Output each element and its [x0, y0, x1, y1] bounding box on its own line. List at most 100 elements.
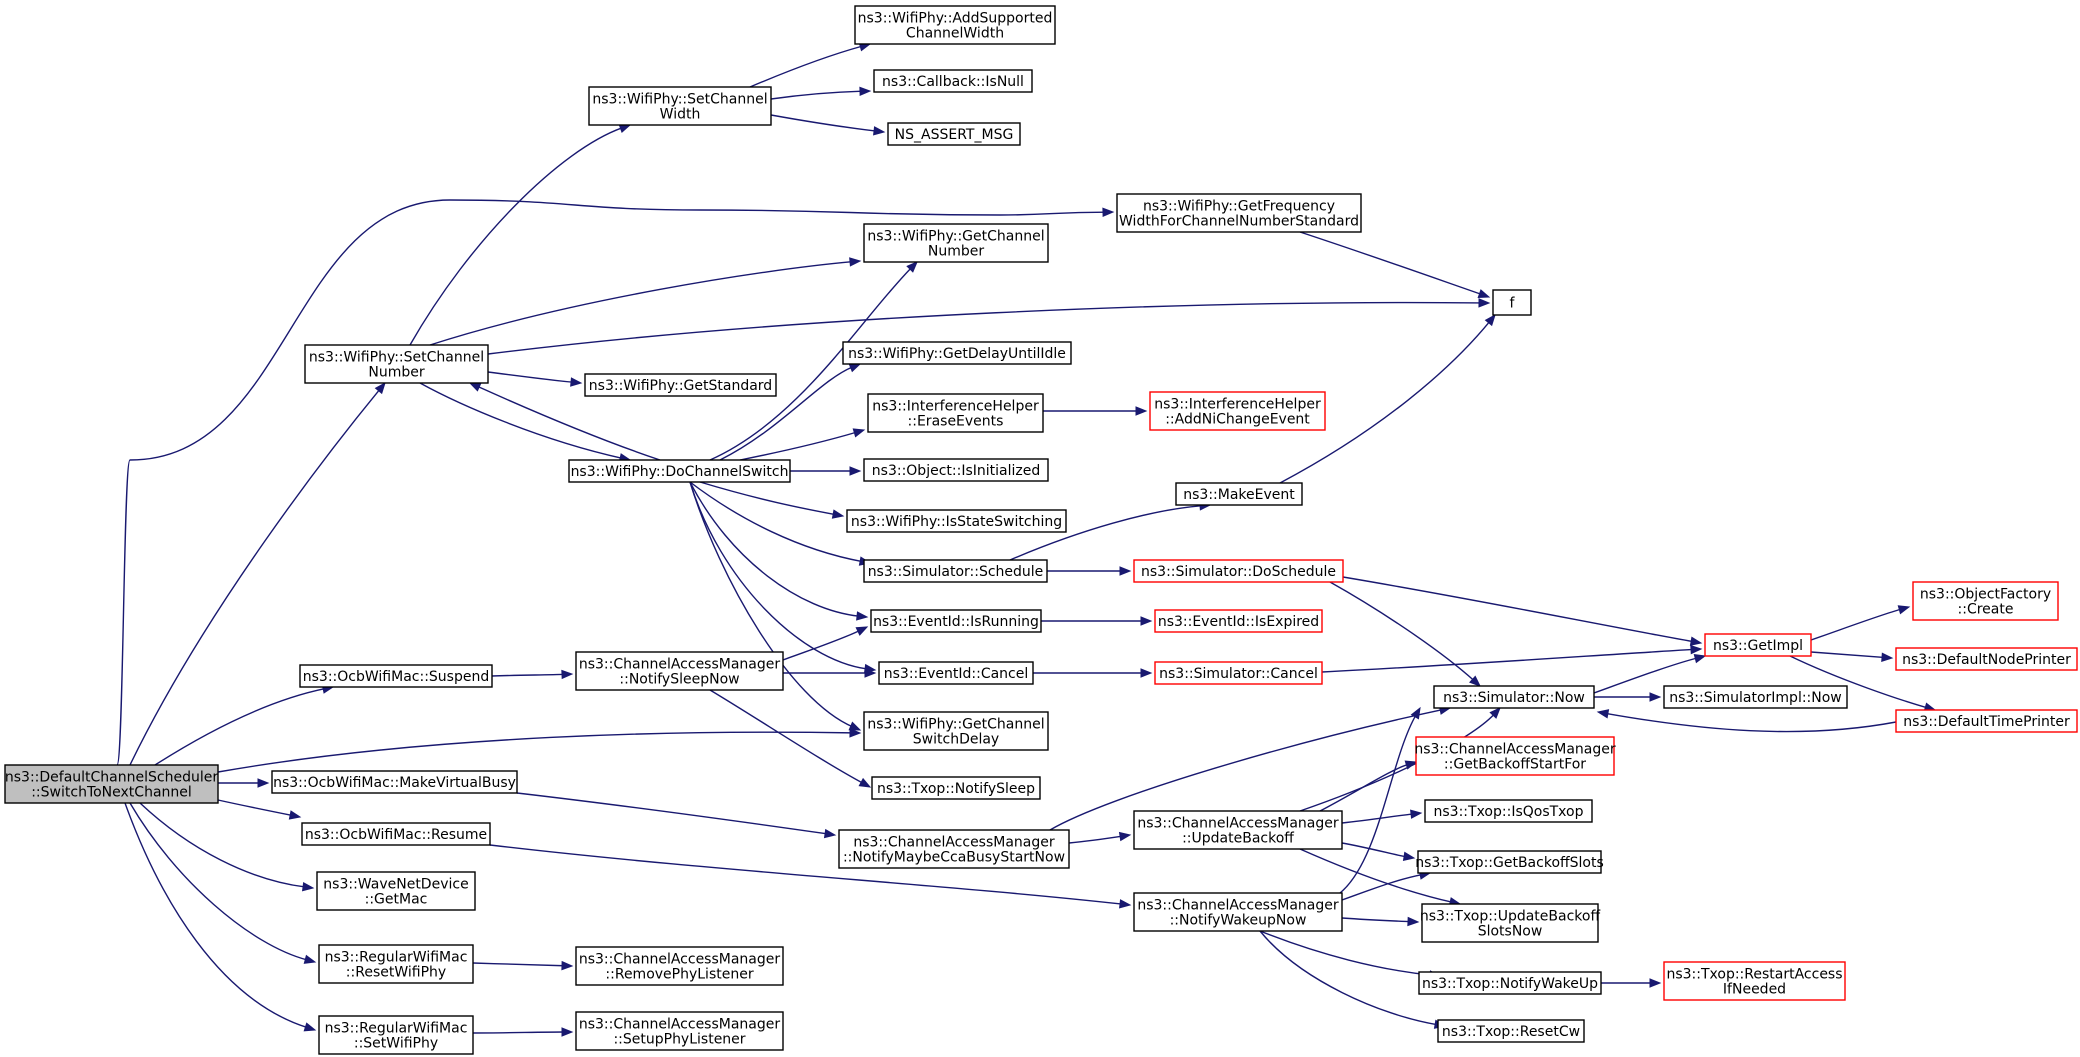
node-getBoSlots[interactable]: ns3::Txop::GetBackoffSlots [1415, 850, 1604, 874]
node-getBoStart[interactable]: ns3::ChannelAccessManager::GetBackoffSta… [1414, 736, 1616, 776]
node-resetCw[interactable]: ns3::Txop::ResetCw [1437, 1019, 1585, 1043]
node-eraseEvents[interactable]: ns3::InterferenceHelper::EraseEvents [867, 393, 1044, 433]
node-isInit[interactable]: ns3::Object::IsInitialized [863, 458, 1049, 482]
node-getMac[interactable]: ns3::WaveNetDevice::GetMac [316, 871, 476, 911]
node-box[interactable] [1437, 1019, 1585, 1043]
node-box[interactable] [1133, 892, 1343, 932]
node-box[interactable] [1116, 193, 1362, 233]
node-addNiChange[interactable]: ns3::InterferenceHelper::AddNiChangeEven… [1149, 391, 1326, 431]
node-isQos[interactable]: ns3::Txop::IsQosTxop [1424, 799, 1593, 823]
node-makeVirt[interactable]: ns3::OcbWifiMac::MakeVirtualBusy [271, 770, 518, 794]
node-cancel[interactable]: ns3::EventId::Cancel [878, 661, 1034, 685]
node-notifySleep[interactable]: ns3::Txop::NotifySleep [871, 776, 1041, 800]
node-simCancel[interactable]: ns3::Simulator::Cancel [1154, 661, 1323, 685]
node-notifyMaybe[interactable]: ns3::ChannelAccessManager::NotifyMaybeCc… [838, 829, 1070, 869]
node-box[interactable] [1175, 482, 1303, 506]
node-box[interactable] [873, 69, 1033, 93]
node-box[interactable] [271, 770, 518, 794]
node-defTimePrinter[interactable]: ns3::DefaultTimePrinter [1895, 709, 2078, 733]
node-updateBackoff[interactable]: ns3::ChannelAccessManager::UpdateBackoff [1133, 810, 1343, 850]
node-box[interactable] [1492, 289, 1532, 316]
node-box[interactable] [575, 651, 784, 691]
node-box[interactable] [318, 944, 474, 984]
node-objFactory[interactable]: ns3::ObjectFactory::Create [1912, 581, 2059, 621]
node-defNodePrinter[interactable]: ns3::DefaultNodePrinter [1895, 647, 2078, 671]
node-box[interactable] [1433, 685, 1595, 709]
node-box[interactable] [301, 822, 491, 846]
node-nsAssert[interactable]: NS_ASSERT_MSG [887, 122, 1021, 146]
node-isRunning[interactable]: ns3::EventId::IsRunning [870, 609, 1042, 633]
node-makeEvent[interactable]: ns3::MakeEvent [1175, 482, 1303, 506]
node-resume[interactable]: ns3::OcbWifiMac::Resume [301, 822, 491, 846]
node-box[interactable] [575, 946, 784, 986]
node-notifyWakeUp[interactable]: ns3::Txop::NotifyWakeUp [1418, 971, 1602, 995]
node-cbIsNull[interactable]: ns3::Callback::IsNull [873, 69, 1033, 93]
node-box[interactable] [318, 1015, 474, 1055]
node-box[interactable] [1421, 903, 1599, 943]
node-box[interactable] [854, 5, 1056, 45]
node-box[interactable] [870, 609, 1042, 633]
node-getStandard[interactable]: ns3::WifiPhy::GetStandard [584, 373, 777, 397]
node-f[interactable]: f [1492, 289, 1532, 316]
node-box[interactable] [1663, 961, 1846, 1001]
node-box[interactable] [846, 509, 1067, 533]
node-isStateSw[interactable]: ns3::WifiPhy::IsStateSwitching [846, 509, 1067, 533]
node-removePhyL[interactable]: ns3::ChannelAccessManager::RemovePhyList… [575, 946, 784, 986]
node-box[interactable] [575, 1011, 784, 1051]
node-box[interactable] [584, 373, 777, 397]
node-box[interactable] [1418, 971, 1602, 995]
node-box[interactable] [1415, 736, 1615, 776]
node-box[interactable] [863, 458, 1049, 482]
node-suspend[interactable]: ns3::OcbWifiMac::Suspend [299, 664, 493, 688]
node-root[interactable]: ns3::DefaultChannelScheduler::SwitchToNe… [4, 764, 219, 804]
node-resetPhy[interactable]: ns3::RegularWifiMac::ResetWifiPhy [318, 944, 474, 984]
node-setPhy[interactable]: ns3::RegularWifiMac::SetWifiPhy [318, 1015, 474, 1055]
node-setupPhyL[interactable]: ns3::ChannelAccessManager::SetupPhyListe… [575, 1011, 784, 1051]
node-box[interactable] [871, 776, 1041, 800]
node-box[interactable] [1663, 685, 1848, 709]
node-isExpired[interactable]: ns3::EventId::IsExpired [1154, 609, 1323, 633]
node-box[interactable] [1912, 581, 2059, 621]
node-box[interactable] [1704, 633, 1812, 657]
node-box[interactable] [867, 393, 1044, 433]
node-notifyWakeupNow[interactable]: ns3::ChannelAccessManager::NotifyWakeupN… [1133, 892, 1343, 932]
node-box[interactable] [1149, 391, 1326, 431]
node-box[interactable] [863, 223, 1049, 263]
node-box[interactable] [887, 122, 1021, 146]
node-box[interactable] [878, 661, 1034, 685]
node-box[interactable] [1417, 850, 1602, 874]
node-box[interactable] [1895, 709, 2078, 733]
node-box[interactable] [863, 559, 1048, 583]
node-box[interactable] [1154, 609, 1323, 633]
node-doChanSwitch[interactable]: ns3::WifiPhy::DoChannelSwitch [568, 459, 791, 483]
node-box[interactable] [863, 711, 1049, 751]
node-simNow[interactable]: ns3::Simulator::Now [1433, 685, 1595, 709]
node-box[interactable] [568, 459, 791, 483]
node-box[interactable] [1133, 810, 1343, 850]
node-box[interactable] [1895, 647, 2078, 671]
node-simImplNow[interactable]: ns3::SimulatorImpl::Now [1663, 685, 1848, 709]
node-box[interactable] [588, 86, 772, 126]
node-doSchedule[interactable]: ns3::Simulator::DoSchedule [1133, 559, 1344, 583]
node-box[interactable] [1154, 661, 1323, 685]
node-schedule[interactable]: ns3::Simulator::Schedule [863, 559, 1048, 583]
node-box[interactable] [838, 829, 1070, 869]
node-box[interactable] [299, 664, 493, 688]
node-box[interactable] [1133, 559, 1344, 583]
node-box[interactable] [316, 871, 476, 911]
node-getDelayIdle[interactable]: ns3::WifiPhy::GetDelayUntilIdle [842, 341, 1072, 365]
node-box[interactable] [842, 341, 1072, 365]
node-getFreqWidth[interactable]: ns3::WifiPhy::GetFrequencyWidthForChanne… [1116, 193, 1362, 233]
node-box[interactable] [4, 764, 219, 804]
node-notifySleepNow[interactable]: ns3::ChannelAccessManager::NotifySleepNo… [575, 651, 784, 691]
node-box[interactable] [1424, 799, 1593, 823]
node-box[interactable] [304, 344, 489, 384]
node-getImpl[interactable]: ns3::GetImpl [1704, 633, 1812, 657]
